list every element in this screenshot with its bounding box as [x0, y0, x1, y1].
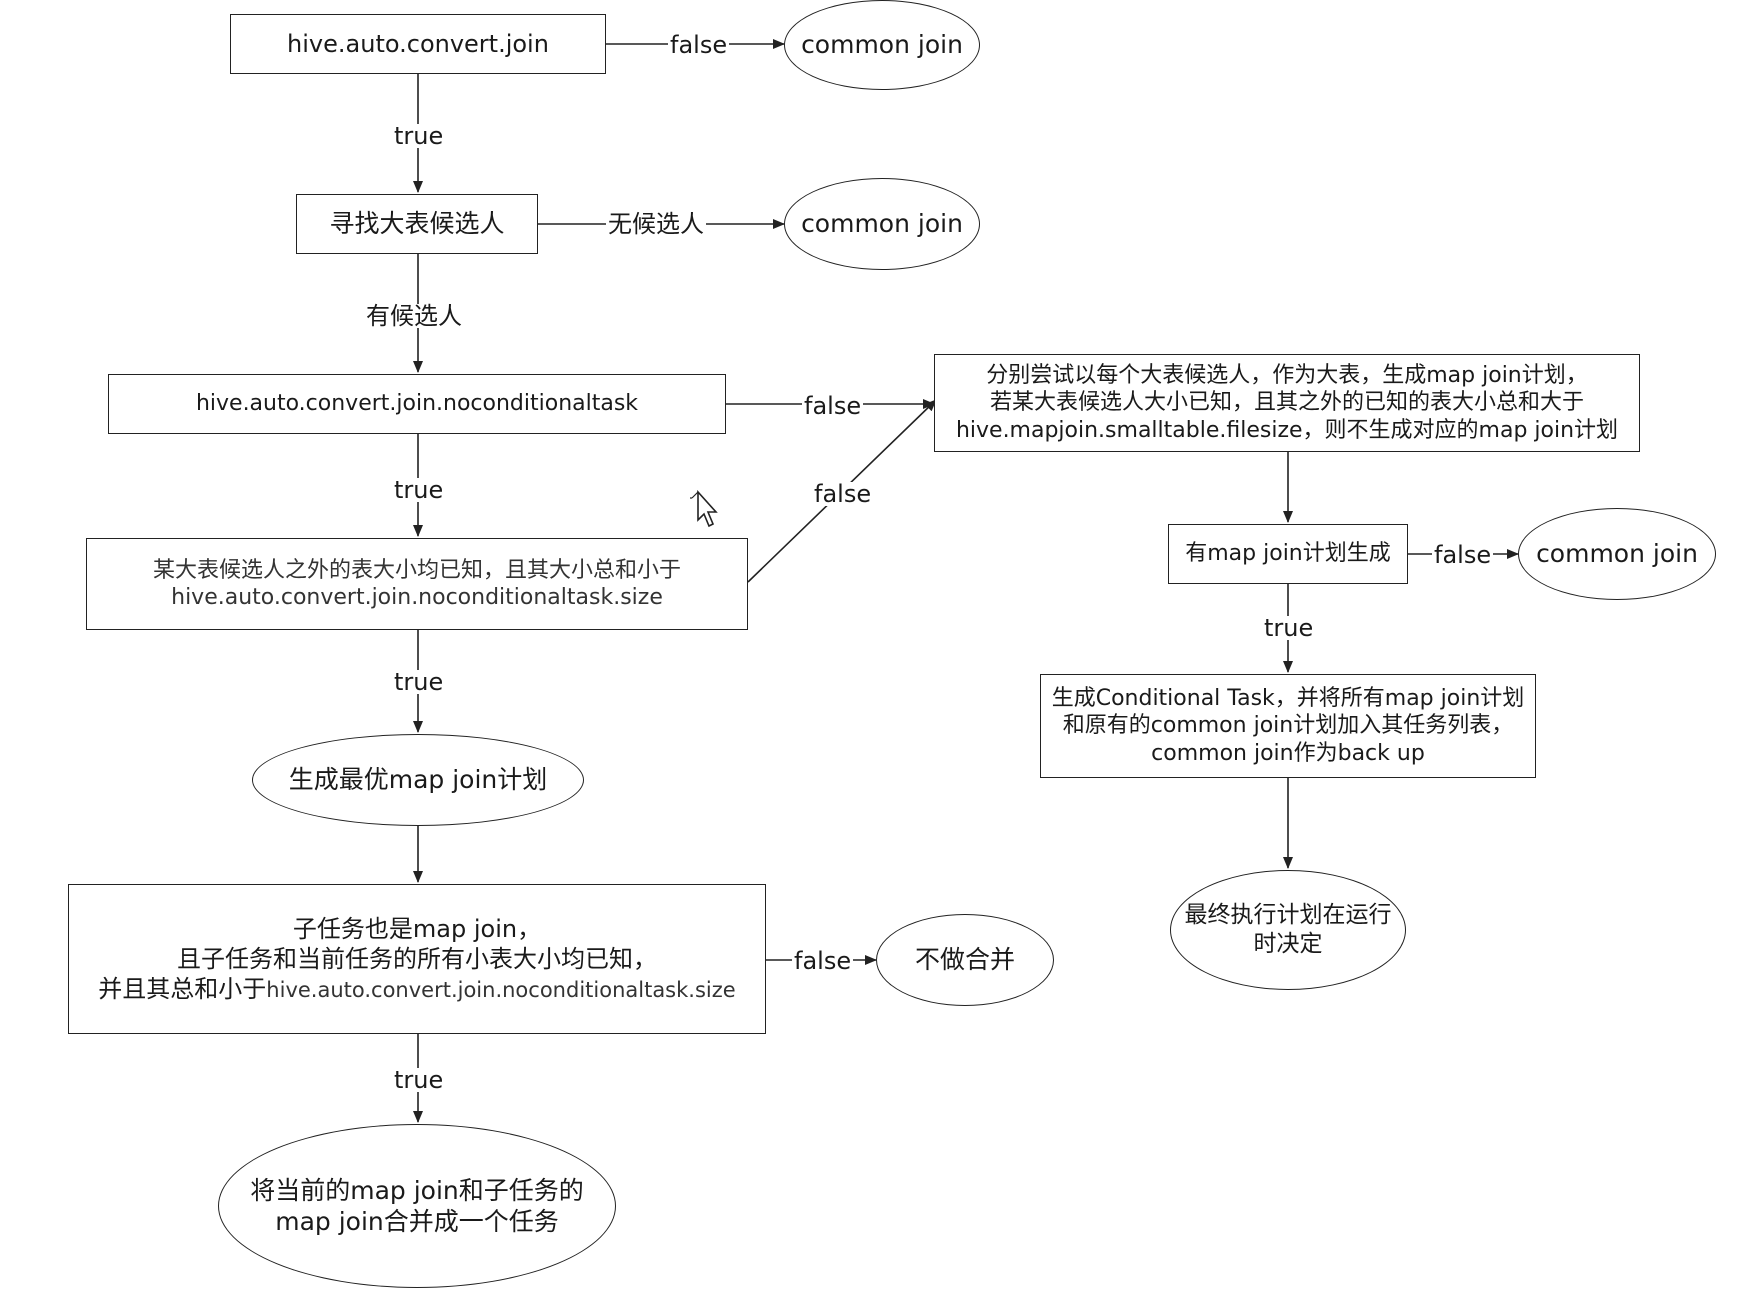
node-label-line2: hive.auto.convert.join.noconditionaltask…	[171, 585, 663, 610]
node-label-line2: map join合并成一个任务	[275, 1207, 559, 1236]
node-label-line1: 子任务也是map join，	[292, 915, 542, 943]
edge-label-n2-some: 有候选人	[364, 302, 464, 330]
node-hive-auto-convert-join: hive.auto.convert.join	[230, 14, 606, 74]
node-label: 不做合并	[914, 945, 1015, 975]
mouse-cursor-icon	[690, 490, 718, 528]
node-final-plan-runtime: 最终执行计划在运行 时决定	[1170, 870, 1406, 990]
edge-label-n3-false: false	[802, 392, 864, 420]
node-find-big-table-candidate: 寻找大表候选人	[296, 194, 538, 254]
node-label: common join	[1536, 539, 1698, 569]
node-no-merge: 不做合并	[876, 914, 1054, 1006]
node-merge-map-join: 将当前的map join和子任务的 map join合并成一个任务	[218, 1124, 616, 1288]
node-label-line2: 时决定	[1253, 931, 1323, 957]
node-label: common join	[801, 30, 963, 60]
node-subtask-map-join-check: 子任务也是map join， 且子任务和当前任务的所有小表大小均已知， 并且其总…	[68, 884, 766, 1034]
node-label-line3: 并且其总和小于hive.auto.convert.join.noconditio…	[98, 974, 735, 1004]
edge-label-r2-true: true	[1262, 614, 1316, 642]
edge-label-n1-false: false	[668, 31, 730, 59]
node-label-line3: common join作为back up	[1151, 740, 1425, 766]
node-label-line2: 若某大表候选人大小已知，且其之外的已知的表大小总和大于	[989, 390, 1584, 416]
node-label-line3-param: hive.auto.convert.join.noconditionaltask…	[266, 978, 736, 1002]
node-noconditionaltask: hive.auto.convert.join.noconditionaltask	[108, 374, 726, 434]
node-label: hive.auto.convert.join.noconditionaltask	[195, 391, 639, 417]
node-try-each-big-table-candidate: 分别尝试以每个大表候选人，作为大表，生成map join计划， 若某大表候选人大…	[934, 354, 1640, 452]
node-small-tables-size-check: 某大表候选人之外的表大小均已知，且其大小总和小于 hive.auto.conve…	[86, 538, 748, 630]
edge-label-n1-true: true	[392, 122, 446, 150]
node-common-join-3: common join	[1518, 508, 1716, 600]
node-label-line1: 分别尝试以每个大表候选人，作为大表，生成map join计划，	[986, 362, 1588, 388]
node-label-line1: 最终执行计划在运行	[1184, 902, 1392, 929]
node-label-line1: 某大表候选人之外的表大小均已知，且其大小总和小于	[152, 557, 681, 583]
edge-label-r2-false: false	[1432, 541, 1494, 569]
node-conditional-task: 生成Conditional Task，并将所有map join计划 和原有的co…	[1040, 674, 1536, 778]
node-label-line3-cn: 并且其总和小于	[98, 975, 267, 1003]
edge-label-n4-false: false	[812, 480, 874, 508]
node-label: 有map join计划生成	[1185, 541, 1391, 567]
node-label: hive.auto.convert.join	[287, 30, 549, 58]
node-label-line1: 将当前的map join和子任务的	[250, 1175, 584, 1205]
node-label: common join	[801, 209, 963, 239]
edge-label-n6-false: false	[792, 947, 854, 975]
node-label-line2: 和原有的common join计划加入其任务列表，	[1062, 713, 1514, 739]
node-common-join-2: common join	[784, 178, 980, 270]
edge-label-n4-true: true	[392, 668, 446, 696]
node-optimal-map-join-plan: 生成最优map join计划	[252, 734, 584, 826]
node-label-line1: 生成Conditional Task，并将所有map join计划	[1051, 685, 1525, 711]
edge-label-n2-none: 无候选人	[606, 210, 706, 238]
node-label: 寻找大表候选人	[329, 209, 505, 239]
edge-label-n3-true: true	[392, 476, 446, 504]
node-label-line3: hive.mapjoin.smalltable.filesize，则不生成对应的…	[955, 417, 1619, 443]
node-map-join-plan-generated: 有map join计划生成	[1168, 524, 1408, 584]
node-label: 生成最优map join计划	[288, 765, 548, 795]
node-label-line2: 且子任务和当前任务的所有小表大小均已知，	[177, 945, 657, 973]
node-common-join-1: common join	[784, 0, 980, 90]
edge-label-n6-true: true	[392, 1066, 446, 1094]
